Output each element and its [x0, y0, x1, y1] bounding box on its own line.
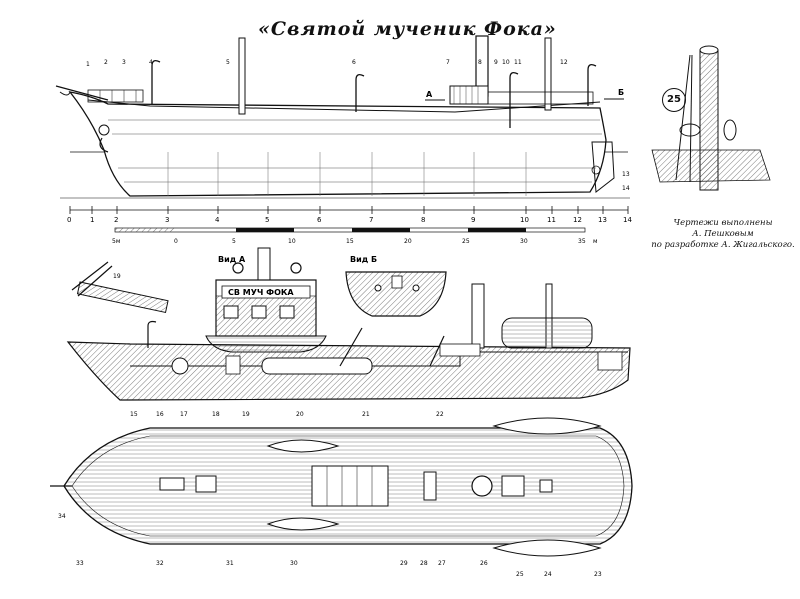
plan-callout: 33: [76, 560, 84, 567]
station-label: 0: [67, 216, 71, 224]
profile-callout: 11: [514, 59, 522, 66]
meter-label: 35: [578, 238, 586, 245]
station-label: 4: [215, 216, 220, 224]
profile-callouts: 1 2 3 4 5 6 7 8 9 10 11 12 13 14: [86, 59, 630, 192]
meter-label: 5: [232, 238, 236, 245]
plan-callout: 32: [156, 560, 164, 567]
station-label: 8: [421, 216, 425, 224]
station-scale: 0 1 2 3 4 5 6 7 8 9 10 11 12 13 14: [67, 206, 632, 224]
station-label: 7: [369, 216, 373, 224]
view-b-label: Вид Б: [350, 255, 377, 264]
plan-callout: 28: [420, 560, 428, 567]
view-a-label: Вид А: [218, 255, 246, 264]
meter-label: 25: [462, 238, 470, 245]
view-a-stern: СВ МУЧ ФОКА: [205, 247, 327, 353]
profile-callout: 14: [622, 185, 630, 192]
plan-callout: 29: [400, 560, 408, 567]
station-label: 14: [623, 216, 632, 224]
meter-label: 20: [404, 238, 412, 245]
detail-number-badge: 25: [662, 88, 686, 112]
station-label: 11: [547, 216, 556, 224]
station-label: 10: [520, 216, 529, 224]
credits-line: А. Пешковым: [692, 229, 754, 239]
station-label: 1: [90, 216, 94, 224]
plan-callout: 30: [290, 560, 298, 567]
rope-detail-sketch: 19: [71, 261, 169, 314]
profile-callout: 5: [226, 59, 230, 66]
plan-callout: 31: [226, 560, 234, 567]
plan-callout: 22: [436, 411, 444, 418]
section-b-marker: Б: [618, 88, 624, 97]
plan-callout: 34: [58, 513, 66, 520]
profile-callout: 2: [104, 59, 108, 66]
meter-unit: м: [593, 238, 598, 245]
profile-callout: 10: [502, 59, 510, 66]
drawing-credits: Чертежи выполнены А. Пешковым по разрабо…: [648, 218, 798, 251]
profile-callout: 9: [494, 59, 498, 66]
meter-label: 30: [520, 238, 528, 245]
stern-nameplate: СВ МУЧ ФОКА: [228, 288, 294, 297]
profile-callout: 7: [446, 59, 450, 66]
plan-callout: 17: [180, 411, 188, 418]
profile-callout: 6: [352, 59, 356, 66]
view-b-section: [345, 271, 447, 317]
station-label: 3: [165, 216, 169, 224]
profile-callout: 13: [622, 171, 630, 178]
profile-callout: 8: [478, 59, 482, 66]
plan-callout: 24: [544, 571, 552, 578]
deck-plan-view: [50, 417, 633, 557]
deck-plan-callouts: 15 16 17 18 19 20 21 22 34 33 32 31 30 2…: [58, 411, 602, 578]
station-label: 5: [265, 216, 269, 224]
meter-scale: 5м 0 5 10 15 20 25 30 35 м: [112, 227, 598, 245]
meter-label: 10: [288, 238, 296, 245]
profile-callout: 4: [149, 59, 153, 66]
drawing-title: «Святой мученик Фока»: [258, 18, 557, 40]
plan-callout: 21: [362, 411, 370, 418]
station-label: 12: [573, 216, 582, 224]
plan-callout: 18: [212, 411, 220, 418]
section-a-marker: А: [426, 90, 433, 99]
plan-callout: 20: [296, 411, 304, 418]
station-label: 9: [471, 216, 475, 224]
meter-label: 5м: [112, 238, 120, 245]
plan-callout: 23: [594, 571, 602, 578]
credits-line: по разработке А. Жигальского.: [651, 240, 795, 250]
station-label: 6: [317, 216, 322, 224]
plan-callout: 25: [516, 571, 524, 578]
station-label: 2: [114, 216, 118, 224]
profile-callout: 12: [560, 59, 568, 66]
credits-line: Чертежи выполнены: [673, 218, 773, 228]
plan-callout: 27: [438, 560, 446, 567]
inboard-profile-view: [66, 283, 631, 401]
profile-callout: 3: [122, 59, 126, 66]
profile-callout: 1: [86, 61, 90, 68]
detail-callout: 19: [113, 273, 121, 280]
plan-callout: 16: [156, 411, 164, 418]
mast-detail-drawing: [651, 45, 771, 191]
plan-callout: 26: [480, 560, 488, 567]
meter-label: 15: [346, 238, 354, 245]
plan-callout: 19: [242, 411, 250, 418]
station-label: 13: [598, 216, 607, 224]
plan-callout: 15: [130, 411, 138, 418]
meter-label: 0: [174, 238, 178, 245]
side-profile-view: А Б: [55, 35, 630, 199]
